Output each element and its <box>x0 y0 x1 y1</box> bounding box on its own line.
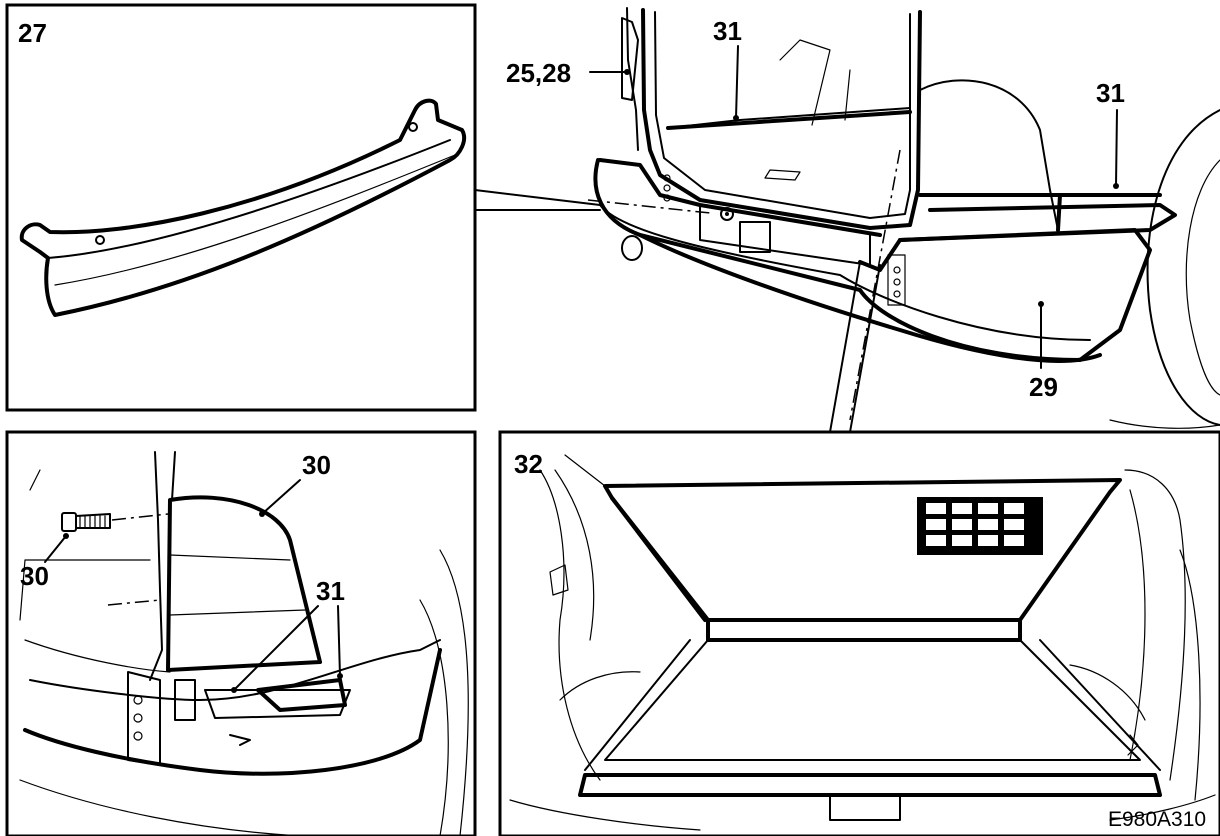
panel-bottom-right: 32 <box>498 261 1220 836</box>
label-30-side: 30 <box>20 561 49 591</box>
figure-code: E980A310 <box>1108 808 1206 831</box>
panel-bottom-left: 30 30 31 <box>5 430 477 836</box>
label-30-top: 30 <box>302 450 331 480</box>
label-27: 27 <box>18 18 47 48</box>
warning-label-icon <box>917 497 1043 555</box>
panel-top-left: 27 <box>5 3 601 412</box>
label-25-28: 25,28 <box>506 58 571 88</box>
label-29: 29 <box>1029 372 1058 402</box>
label-31-mid: 31 <box>316 576 345 606</box>
label-31-top: 31 <box>713 16 742 46</box>
bolt-icon <box>61 512 111 532</box>
callouts: 25,28 31 31 29 <box>506 16 1125 402</box>
vehicle-rear-view <box>587 7 1220 429</box>
label-31-right: 31 <box>1096 78 1125 108</box>
label-32: 32 <box>514 449 543 479</box>
